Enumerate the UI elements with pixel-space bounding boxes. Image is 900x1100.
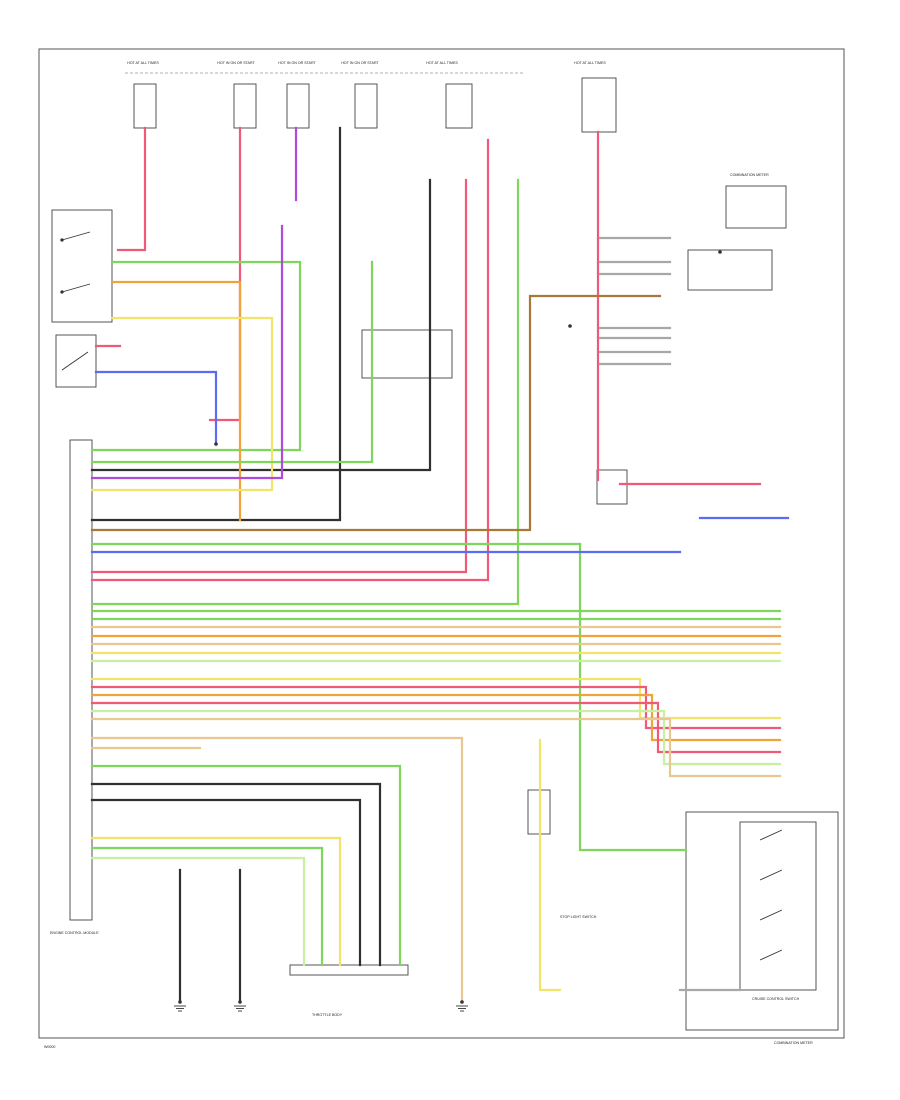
fuse-box-3	[286, 83, 310, 129]
fuse-box-1	[133, 83, 157, 129]
wire-purple-ecm	[90, 224, 284, 480]
ecm-label: ENGINE CONTROL MODULE	[50, 931, 99, 935]
wire-switch-green	[90, 260, 302, 452]
low-orange-1	[90, 693, 782, 742]
connector-dot-5	[214, 442, 218, 446]
combination-meter-label: COMBINATION METER	[730, 173, 769, 177]
throttle-body-label: THROTTLE BODY	[312, 1013, 343, 1017]
ecm-connector-strip	[69, 439, 93, 921]
wire-stoplamp-tan	[90, 736, 464, 1002]
wire-relay-green	[90, 178, 520, 606]
footer-right-label: COMBINATION METER	[774, 1041, 813, 1045]
top-label-6: HOT AT ALL TIMES	[574, 61, 606, 65]
wire-neutral-blue	[94, 370, 218, 446]
ground-icon-3	[456, 1005, 468, 1012]
connector-dot-4	[718, 250, 722, 254]
connector-layer	[178, 250, 722, 1004]
wire-brown-meter	[90, 294, 662, 532]
top-label-1: HOT AT ALL TIMES	[127, 61, 159, 65]
relay-box	[445, 83, 473, 129]
low-red-1	[90, 685, 782, 730]
wire-fuse4-black	[90, 126, 342, 522]
wire-fuse1-red	[116, 126, 147, 252]
wire-fuse2-red	[208, 126, 242, 422]
switch-icon-2	[61, 351, 89, 371]
meter-lamp-box	[687, 249, 773, 291]
top-label-3: HOT IN ON OR START	[278, 61, 316, 65]
connector-dot-1	[178, 1000, 182, 1004]
mid-connector-box	[596, 469, 628, 505]
throttle-ltgreen-1	[90, 856, 306, 967]
cruise-switch-box	[51, 209, 113, 323]
wire-switch-yellow	[90, 316, 274, 492]
wire-green-ecm	[90, 260, 374, 464]
fuse-box-4	[354, 83, 378, 129]
wire-stop-yellow	[538, 738, 562, 992]
top-label-2: HOT IN ON OR START	[217, 61, 255, 65]
wire-relay-black	[90, 178, 432, 472]
fuse-box-2	[233, 83, 257, 129]
throttle-body-box	[289, 964, 409, 976]
center-relay-box	[361, 329, 453, 379]
footer-code: W0000	[44, 1045, 55, 1049]
switch-icon-group	[759, 829, 783, 961]
top-label-5: HOT AT ALL TIMES	[426, 61, 458, 65]
wire-relay-red	[90, 178, 468, 574]
top-power-labels: HOT AT ALL TIMES HOT IN ON OR START HOT …	[127, 61, 606, 65]
cruise-main-switch-box	[685, 811, 839, 1031]
ground-icon-2	[234, 1005, 246, 1012]
meter-indicator-box	[725, 185, 787, 229]
diagram-frame	[38, 48, 845, 1039]
connector-dot-6	[568, 324, 572, 328]
ground-icon-1	[174, 1005, 186, 1012]
cruise-switch-inner	[739, 821, 817, 991]
low-ltgreen-1	[90, 709, 782, 766]
fuse-blocks	[133, 77, 617, 133]
fuse-box-6	[581, 77, 617, 133]
wire-green-cruise	[90, 542, 688, 852]
throttle-black-1	[90, 782, 382, 967]
throttle-green-1	[90, 764, 402, 967]
ground-layer	[174, 1005, 468, 1012]
wire-layer	[90, 126, 790, 1002]
throttle-yellow-1	[90, 836, 342, 967]
throttle-green-2	[90, 846, 324, 967]
wire-relay-red-2	[90, 138, 490, 582]
cruise-switch-label: CRUISE CONTROL SWITCH	[752, 997, 800, 1001]
throttle-black-2	[90, 798, 362, 967]
switch-icon	[60, 231, 91, 294]
low-red-2	[90, 701, 782, 754]
top-label-4: HOT IN ON OR START	[341, 61, 379, 65]
connector-dot-3	[460, 1000, 464, 1004]
low-yellow-1	[90, 677, 782, 720]
wire-switch-orange	[110, 280, 242, 522]
neutral-switch-box	[55, 334, 97, 388]
connector-dot-2	[238, 1000, 242, 1004]
stop-light-label: STOP LIGHT SWITCH	[560, 915, 597, 919]
low-tan-1	[90, 717, 782, 778]
